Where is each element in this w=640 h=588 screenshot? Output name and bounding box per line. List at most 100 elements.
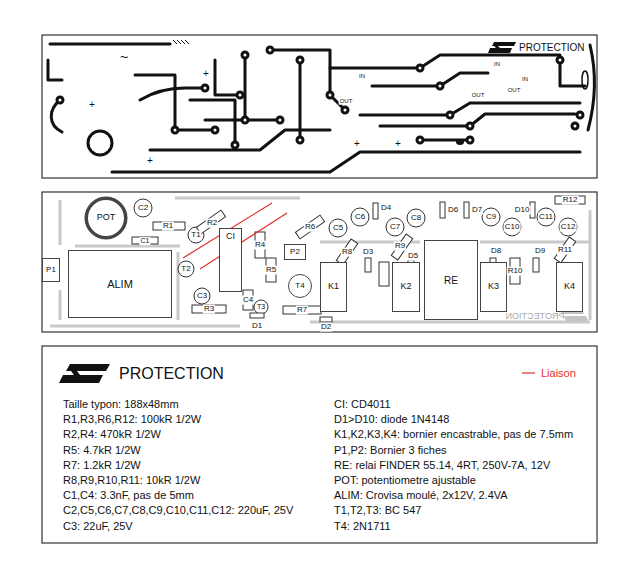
component-label: CI <box>226 232 235 242</box>
parts-list-line: RE: relai FINDER 55.14, 4RT, 250V-7A, 12… <box>333 459 551 471</box>
pcb-rect <box>379 262 389 286</box>
component-box: K1 <box>320 262 347 312</box>
parts-list-line: T4: 2N1711 <box>333 520 392 532</box>
pcb-path <box>560 60 585 86</box>
component-label: C1 <box>140 237 151 245</box>
legend-text: Liaison <box>540 367 577 379</box>
parts-list-line: C2,C5,C6,C7,C8,C9,C10,C11,C12: 220uF, 25… <box>62 504 294 516</box>
component-label: C7 <box>389 223 401 232</box>
parts-list-line: ALIM: Crovisa moulé, 2x12V, 2.4VA <box>333 489 509 501</box>
legend-line <box>522 372 535 373</box>
component-label: PROTECTION <box>504 312 565 322</box>
component-label: POT <box>97 213 116 223</box>
pcb-circle <box>327 92 333 98</box>
parts-list-line: D1>D10: diode 1N4148 <box>333 413 450 425</box>
component-label: P2 <box>290 248 300 257</box>
pcb-polygon <box>71 371 80 375</box>
pcb-rect <box>440 202 445 218</box>
component-label: R2 <box>206 219 218 228</box>
copper-label: IN <box>493 61 501 68</box>
component-label: C9 <box>485 213 497 222</box>
component-label: D1 <box>251 322 263 331</box>
pcb-path <box>190 100 235 145</box>
pcb-rect <box>42 346 597 543</box>
component-label: K3 <box>488 282 499 292</box>
copper-label: ~ <box>119 50 129 65</box>
pcb-path <box>75 245 180 248</box>
pcb-circle <box>178 261 194 277</box>
pcb-circle <box>134 199 152 217</box>
panel-frames <box>42 35 597 543</box>
pcb-rect <box>373 203 378 219</box>
pcb-rect <box>530 202 535 218</box>
parts-list-line: T1,T2,T3: BC 547 <box>333 504 422 516</box>
copper-label: + <box>353 138 361 149</box>
component-label: C10 <box>504 223 521 232</box>
component-box: ALIM <box>68 250 172 318</box>
component-label: D4 <box>380 204 392 213</box>
component-label: R6 <box>304 223 316 232</box>
pcb-circle <box>57 97 63 103</box>
pcb-path <box>50 43 170 46</box>
pcb-circle <box>537 208 555 226</box>
copper-label: IN <box>521 76 529 83</box>
logo-bottom <box>59 364 110 383</box>
pcb-path <box>330 55 560 68</box>
pcb-rect <box>42 192 597 332</box>
pcb-circle <box>254 300 268 314</box>
component-box: K2 <box>392 262 420 312</box>
pcb-circle <box>329 219 347 237</box>
component-box: K3 <box>480 262 507 312</box>
copper-label: OUT <box>471 92 486 99</box>
parts-list-line: K1,K2,K3,K4: bornier encastrable, pas de… <box>333 428 574 440</box>
pcb-path <box>215 60 240 95</box>
copper-mark <box>582 71 588 89</box>
pcb-path <box>140 88 205 100</box>
component-label: D2 <box>320 323 332 332</box>
pcb-circle <box>482 208 500 226</box>
pcb-path <box>588 45 594 130</box>
copper-traces <box>48 44 594 172</box>
pcb-circle <box>417 137 423 143</box>
pcb-circle <box>194 288 210 304</box>
copper-label: PROTECTION <box>518 42 586 53</box>
pcb-circle <box>386 218 404 236</box>
component-label: R1 <box>162 222 174 231</box>
pcb-rect <box>295 215 324 239</box>
pcb-path <box>48 60 62 80</box>
pcb-circle <box>447 112 453 118</box>
parts-list-line: POT: potentiometre ajustable <box>333 474 477 486</box>
pcb-path <box>173 40 189 44</box>
component-label: C2 <box>137 204 149 213</box>
pcb-rect <box>192 305 226 313</box>
pcb-path <box>270 50 345 110</box>
pcb-circle <box>342 107 348 113</box>
component-label: R8 <box>341 248 353 257</box>
component-box: CI <box>219 228 242 292</box>
pcb-circle <box>277 117 283 123</box>
parts-list-line: Taille typon: 188x48mm <box>62 398 180 410</box>
pcb-path <box>380 114 575 126</box>
component-label: K4 <box>564 282 575 292</box>
parts-list-line: C3: 22uF, 25V <box>62 520 134 532</box>
pcb-rect <box>42 35 597 178</box>
component-label: T2 <box>180 265 191 274</box>
pcb-circle <box>559 218 577 236</box>
component-label: D8 <box>490 247 502 256</box>
pcb-path <box>175 197 300 200</box>
pcb-polygon <box>66 364 110 371</box>
pcb-circle <box>467 123 473 129</box>
ghost-traces <box>50 198 590 326</box>
pcb-path <box>59 290 62 320</box>
component-label: R10 <box>507 267 524 276</box>
parts-list-line: P1,P2: Bornier 3 fiches <box>333 444 448 456</box>
pcb-circle <box>467 137 473 143</box>
pcb-circle <box>297 57 303 63</box>
copper-pads <box>57 47 583 155</box>
component-label: T3 <box>256 303 266 311</box>
parts-list-line: C1,C4: 3.3nF, pas de 5mm <box>62 489 195 501</box>
pcb-polygon <box>564 316 588 321</box>
copper-label: + <box>202 68 210 79</box>
pcb-path <box>589 210 592 320</box>
